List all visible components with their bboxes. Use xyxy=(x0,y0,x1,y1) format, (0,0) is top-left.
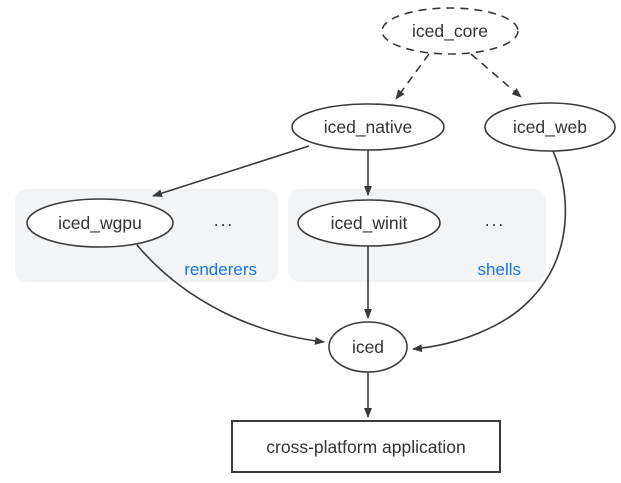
shells-ellipsis: ... xyxy=(485,210,506,230)
edge-iced-native-to-iced-wgpu xyxy=(152,145,310,198)
renderers-group-label: renderers xyxy=(184,260,257,279)
node-app-label: cross-platform application xyxy=(266,437,465,457)
edge-iced-web-to-iced xyxy=(412,150,567,353)
node-iced-web-shape xyxy=(484,102,616,152)
node-iced-web-label: iced_web xyxy=(513,117,587,138)
edge-iced-core-to-iced-native xyxy=(395,53,430,100)
shells-group-label: shells xyxy=(478,260,521,279)
edge-iced-wgpu-to-iced xyxy=(136,244,325,345)
node-iced-winit-label: iced_winit xyxy=(331,213,408,234)
node-iced-label: iced xyxy=(352,337,384,357)
node-iced-core-shape xyxy=(381,7,519,55)
node-app-shape xyxy=(231,420,501,473)
node-iced-wgpu-shape xyxy=(26,198,174,248)
edge-iced-core-to-iced-web xyxy=(470,53,522,98)
node-iced-native-label: iced_native xyxy=(324,117,413,138)
node-iced-winit-shape xyxy=(297,199,441,247)
node-iced-wgpu-label: iced_wgpu xyxy=(58,213,142,234)
node-iced-core-label: iced_core xyxy=(412,21,488,42)
renderers-ellipsis: ... xyxy=(214,210,235,230)
